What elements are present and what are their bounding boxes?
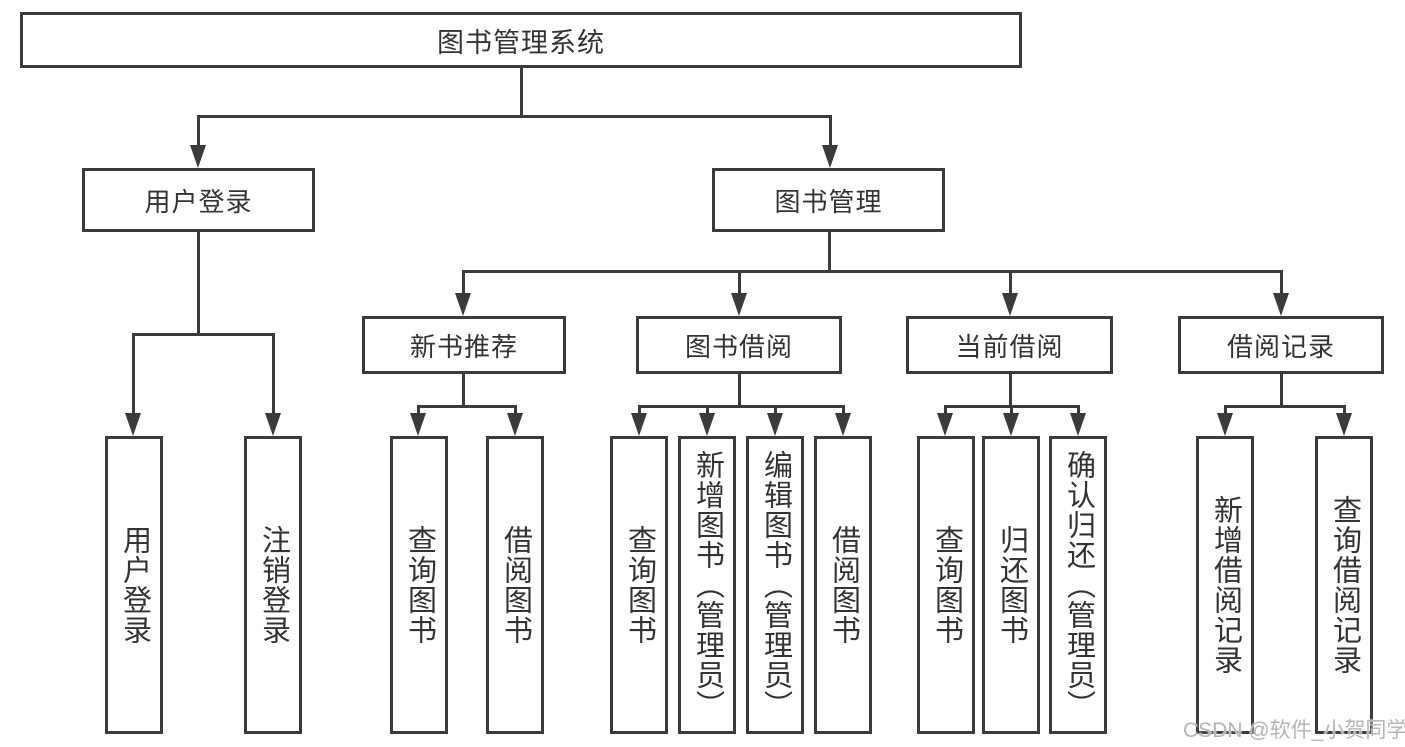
node-label: 图书管理系统 (437, 27, 605, 58)
arrowhead (631, 413, 647, 436)
leaf-label: 归还图书 (995, 525, 1028, 645)
connector-drop (774, 405, 777, 415)
arrowhead (507, 413, 523, 436)
connector-drop-book-borrow (738, 270, 741, 295)
connector-root-hline (197, 115, 832, 118)
connector-bookmgmt-vline (828, 232, 831, 273)
leaf-add-books-admin: 新增图书（管理员） (678, 436, 736, 734)
arrowhead (835, 413, 851, 436)
connector-drop (1224, 405, 1227, 415)
arrowhead-leaf-logout (265, 413, 281, 436)
node-label: 新书推荐 (409, 331, 518, 362)
arrowhead (937, 413, 953, 436)
node-borrowing-records: 借阅记录 (1178, 316, 1384, 374)
leaf-label: 查询借阅记录 (1328, 495, 1361, 675)
connector-newbook-vline (462, 374, 465, 408)
connector-bookborrow-hline (638, 405, 845, 408)
leaf-query-borrow-record: 查询借阅记录 (1315, 436, 1373, 734)
connector-drop (1343, 405, 1346, 415)
node-label: 图书借阅 (684, 331, 793, 362)
node-label: 当前借阅 (955, 331, 1064, 362)
connector-records-hline (1224, 405, 1346, 408)
leaf-user-login: 用户登录 (105, 436, 163, 734)
node-user-login: 用户登录 (82, 168, 315, 232)
connector-bookmgmt-hline (462, 270, 1283, 273)
arrowhead-leaf-login (125, 413, 141, 436)
connector-drop-borrow-records (1280, 270, 1283, 295)
node-book-borrowing: 图书借阅 (636, 316, 842, 374)
node-new-book-recommend: 新书推荐 (362, 316, 566, 374)
arrowhead (767, 413, 783, 436)
node-book-management: 图书管理 (712, 168, 945, 232)
leaf-logout: 注销登录 (244, 436, 302, 734)
leaf-label: 新增借阅记录 (1209, 495, 1242, 675)
connector-drop (1010, 405, 1013, 415)
leaf-label: 用户登录 (118, 525, 151, 645)
connector-drop (1077, 405, 1080, 415)
connector-drop-current-borrow (1009, 270, 1012, 295)
arrowhead (1336, 413, 1352, 436)
watermark: CSDN @软件_小贺同学 (1183, 719, 1405, 742)
arrowhead-book-borrow (731, 293, 747, 316)
arrowhead (410, 413, 426, 436)
leaf-return-books: 归还图书 (982, 436, 1040, 734)
arrowhead-borrow-records (1273, 293, 1289, 316)
connector-userlogin-hline (132, 333, 275, 336)
node-label: 用户登录 (144, 186, 253, 217)
leaf-edit-books-admin: 编辑图书（管理员） (746, 436, 804, 734)
arrowhead (1070, 413, 1086, 436)
connector-bookborrow-vline (738, 374, 741, 408)
connector-userlogin-vline (197, 232, 200, 336)
node-library-management-system: 图书管理系统 (20, 12, 1022, 68)
connector-drop (842, 405, 845, 415)
arrowhead-current-borrow (1002, 293, 1018, 316)
leaf-label: 查询图书 (403, 525, 436, 645)
connector-drop-user-login (197, 115, 200, 148)
connector-drop-leaf-logout (272, 333, 275, 415)
arrowhead (1003, 413, 1019, 436)
node-label: 图书管理 (774, 186, 883, 217)
arrowhead-new-book (455, 293, 471, 316)
connector-drop-leaf-login (132, 333, 135, 415)
leaf-add-borrow-record: 新增借阅记录 (1196, 436, 1254, 734)
leaf-borrow-books: 借阅图书 (814, 436, 872, 734)
node-current-borrowing: 当前借阅 (906, 316, 1113, 374)
leaf-label: 注销登录 (257, 525, 290, 645)
arrowhead-book-mgmt (822, 145, 838, 168)
arrowhead (1217, 413, 1233, 436)
leaf-label: 新增图书（管理员） (691, 450, 724, 720)
connector-drop-new-book (462, 270, 465, 295)
connector-drop (514, 405, 517, 415)
leaf-label: 编辑图书（管理员） (759, 450, 792, 720)
leaf-confirm-return-admin: 确认归还（管理员） (1049, 436, 1107, 734)
connector-drop-book-mgmt (829, 115, 832, 148)
connector-drop (417, 405, 420, 415)
connector-drop (944, 405, 947, 415)
leaf-borrow-books-recommend: 借阅图书 (486, 436, 544, 734)
leaf-query-books-current: 查询图书 (917, 436, 975, 734)
leaf-query-books-borrowing: 查询图书 (610, 436, 668, 734)
leaf-label: 借阅图书 (499, 525, 532, 645)
leaf-label: 查询图书 (930, 525, 963, 645)
connector-currentborrow-vline (1009, 374, 1012, 408)
leaf-label: 确认归还（管理员） (1062, 450, 1095, 720)
arrowhead (699, 413, 715, 436)
connector-drop (638, 405, 641, 415)
node-label: 借阅记录 (1226, 331, 1335, 362)
arrowhead-user-login (190, 145, 206, 168)
connector-drop (706, 405, 709, 415)
leaf-label: 查询图书 (623, 525, 656, 645)
connector-root-vline (520, 68, 523, 118)
connector-records-vline (1280, 374, 1283, 408)
connector-newbook-hline (417, 405, 517, 408)
leaf-query-books-recommend: 查询图书 (390, 436, 448, 734)
leaf-label: 借阅图书 (827, 525, 860, 645)
